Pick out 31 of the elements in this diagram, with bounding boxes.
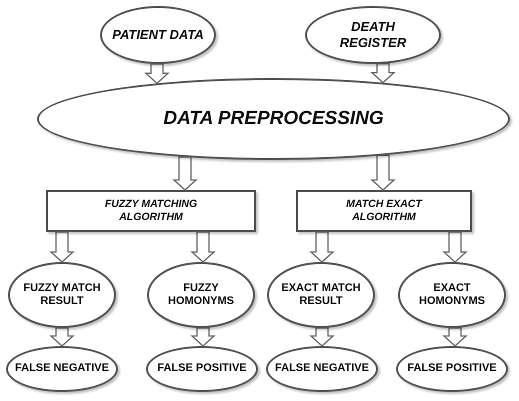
node-label: FUZZY MATCH RESULT bbox=[22, 282, 102, 308]
node-label: EXACT HOMONYMS bbox=[418, 282, 486, 308]
node-label: FALSE POSITIVE bbox=[157, 362, 247, 376]
block-arrow bbox=[370, 154, 396, 191]
block-arrow bbox=[190, 327, 216, 347]
block-arrow bbox=[172, 156, 198, 191]
ellipse-node bbox=[396, 346, 508, 392]
process-box bbox=[46, 190, 256, 232]
node-label: DEATH REGISTER bbox=[338, 19, 408, 51]
node-label: EXACT MATCH RESULT bbox=[280, 282, 362, 308]
ellipse-node bbox=[146, 346, 258, 392]
block-arrow bbox=[370, 63, 396, 84]
ellipse-node bbox=[6, 346, 118, 392]
process-box bbox=[296, 190, 472, 232]
node-label: FUZZY HOMONYMS bbox=[167, 282, 235, 308]
block-arrow bbox=[190, 231, 216, 263]
node-label: FALSE NEGATIVE bbox=[15, 362, 109, 376]
node-label: MATCH EXACT ALGORITHM bbox=[345, 198, 424, 224]
node-label: DATA PREPROCESSING bbox=[163, 108, 384, 130]
node-label: FUZZY MATCHING ALGORITHM bbox=[104, 198, 198, 224]
block-arrow bbox=[309, 327, 335, 347]
block-arrow bbox=[144, 63, 170, 84]
node-label: FALSE NEGATIVE bbox=[275, 362, 369, 376]
node-label: PATIENT DATA bbox=[112, 27, 204, 43]
block-arrow bbox=[49, 231, 75, 263]
block-arrow bbox=[49, 327, 75, 347]
node-label: FALSE POSITIVE bbox=[407, 362, 497, 376]
block-arrow bbox=[309, 231, 335, 263]
block-arrow bbox=[442, 231, 468, 263]
ellipse-node bbox=[266, 346, 378, 392]
block-arrow bbox=[442, 327, 468, 347]
